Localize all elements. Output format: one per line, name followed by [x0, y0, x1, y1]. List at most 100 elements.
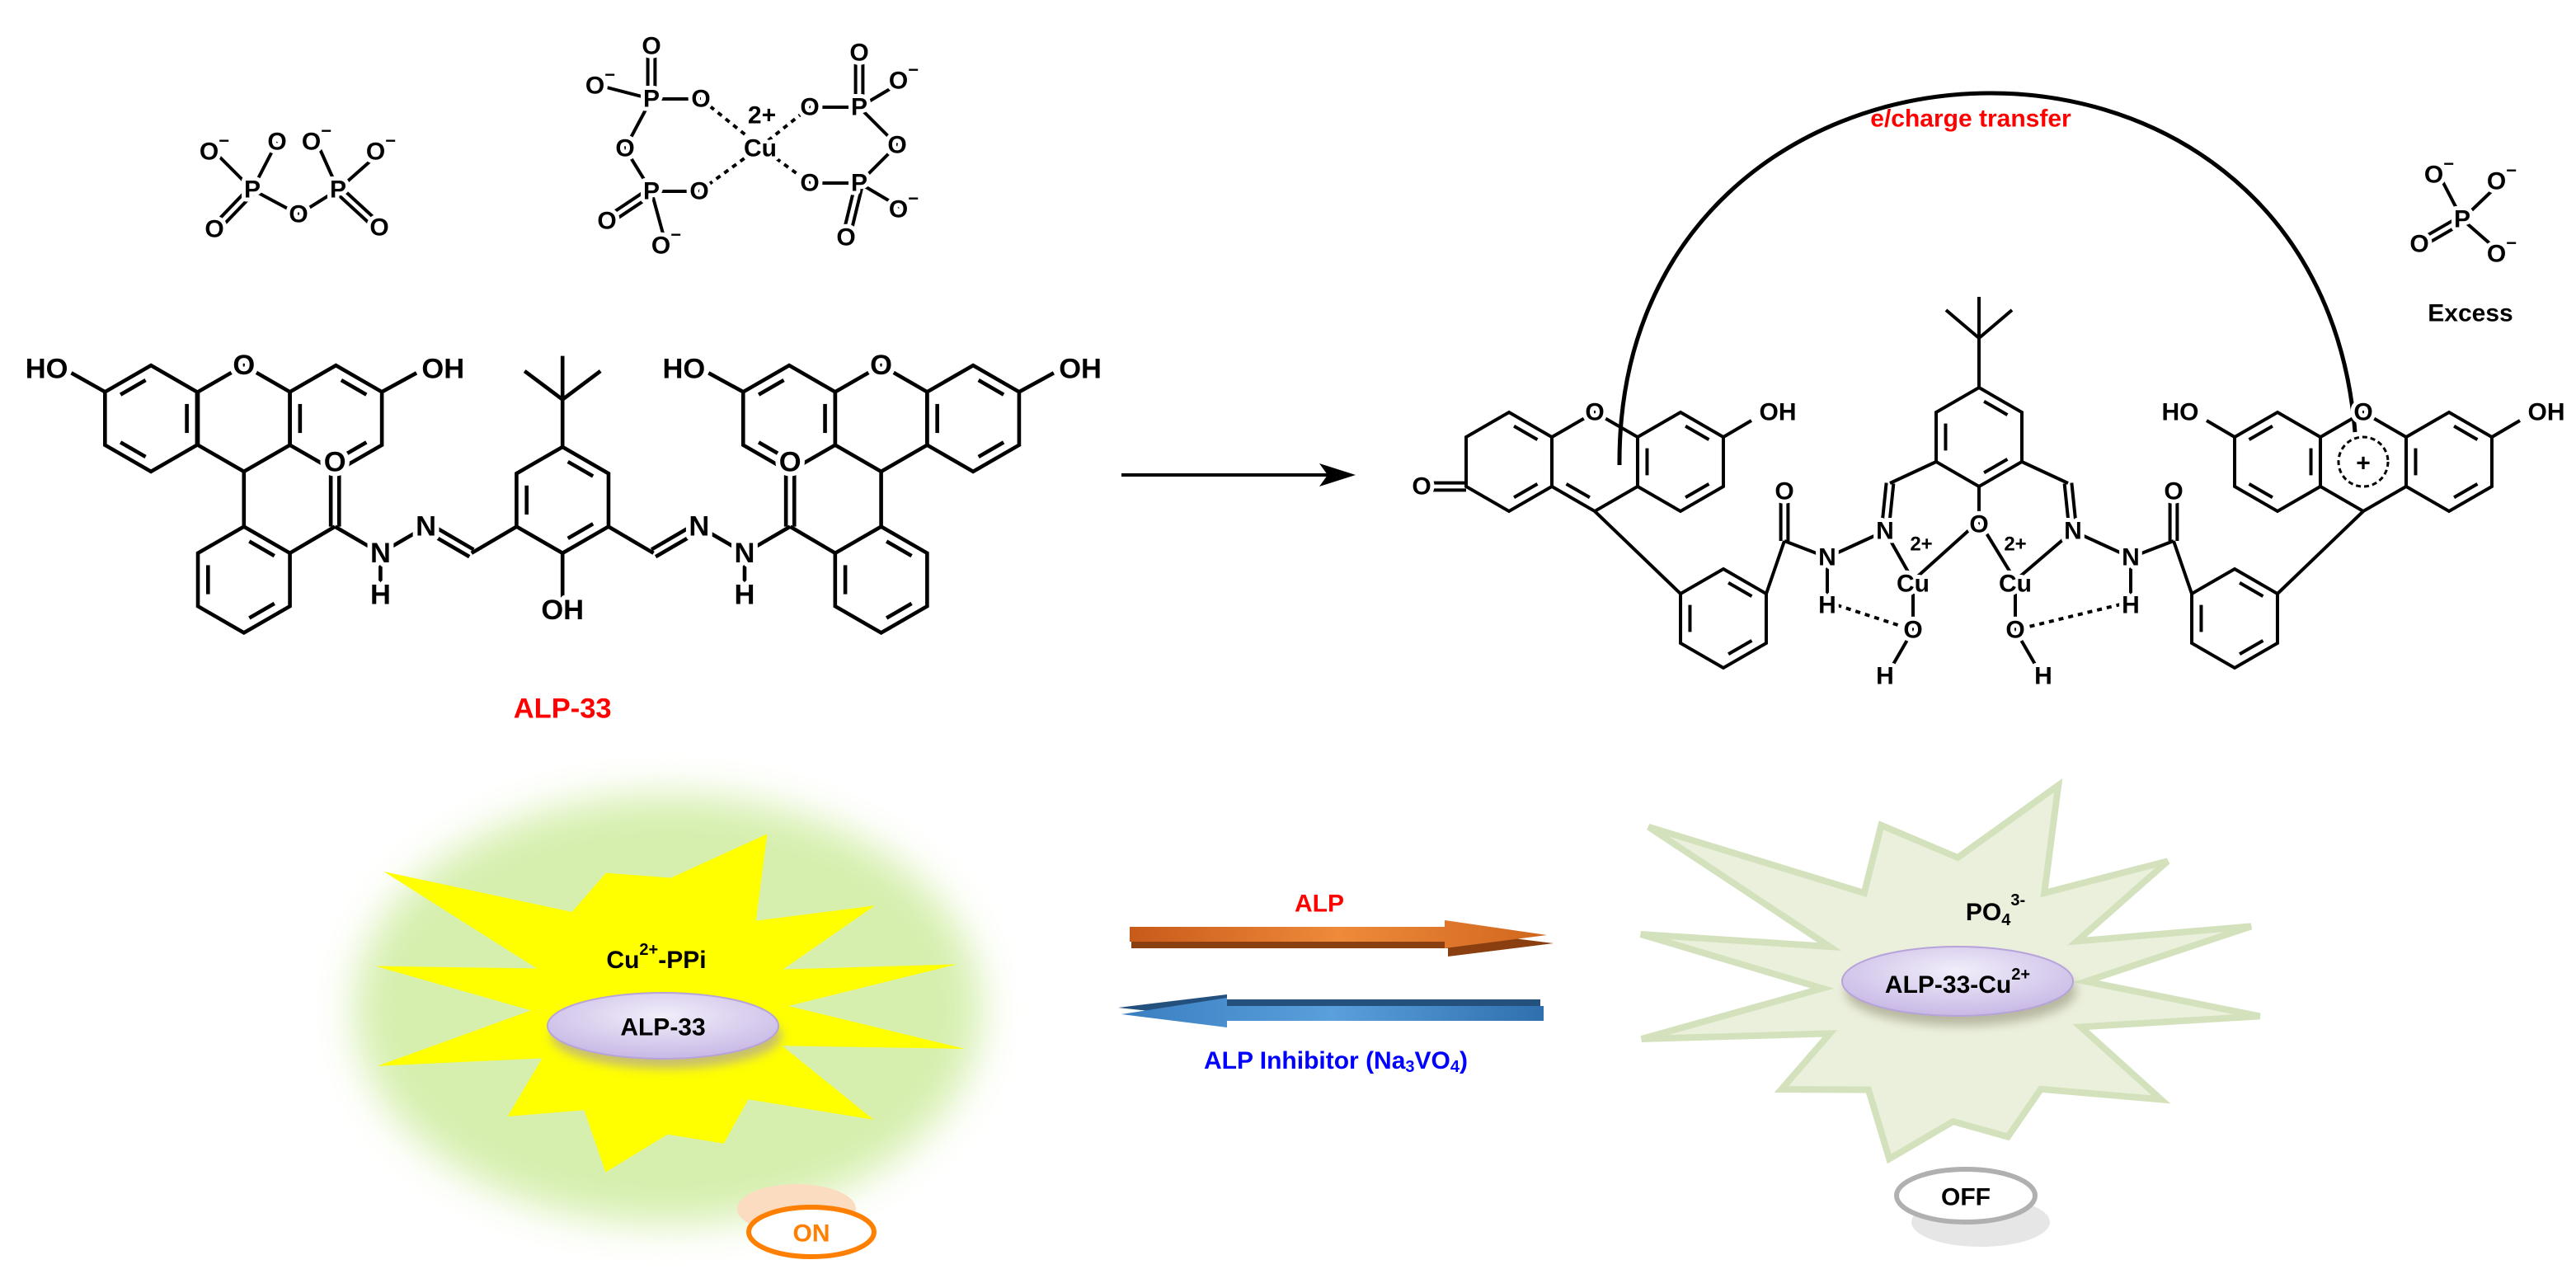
aromatic-double-bond	[885, 601, 913, 620]
aromatic-double-bond	[566, 459, 595, 478]
negative-charge: −	[2506, 233, 2517, 253]
cu-ppi-base: Cu	[606, 947, 639, 974]
coordination-bond	[759, 145, 811, 185]
bond	[2205, 419, 2236, 439]
bond	[470, 524, 518, 555]
ring	[2404, 410, 2494, 514]
coordination-bond	[759, 106, 811, 148]
aromatic-double-bond	[1513, 424, 1539, 441]
atom-label: O−	[366, 130, 396, 166]
cu-ppi-label: Cu2+-PPi	[606, 941, 706, 974]
excess-label: Excess	[2428, 300, 2513, 327]
off-state-panel: PO43- ALP-33-Cu2+ OFF	[1639, 778, 2261, 1247]
bond	[2014, 629, 2042, 674]
aromatic-double-bond	[2248, 424, 2273, 441]
bond	[2276, 510, 2365, 595]
ring	[925, 363, 1022, 474]
atom-label: O	[1969, 511, 1988, 538]
atom-label: P	[643, 86, 660, 113]
aromatic-double-bond	[2239, 581, 2264, 598]
double-bond	[650, 521, 698, 552]
aromatic-double-bond	[2239, 639, 2264, 656]
aromatic-double-bond	[2248, 482, 2273, 500]
aromatic-double-bond	[119, 440, 147, 458]
bond	[650, 190, 668, 247]
aromatic-double-bond	[757, 378, 785, 397]
coordination-bond	[2014, 600, 2132, 632]
bond	[1911, 519, 1981, 582]
alp33-cu-base: ALP-33-Cu	[1885, 971, 2011, 999]
atom-label: Cu	[1897, 571, 1930, 598]
atom-label: O−	[889, 59, 919, 95]
double-bond	[334, 190, 378, 232]
double-bond	[426, 521, 475, 552]
bond	[1784, 539, 1828, 559]
aromatic-double-bond	[2453, 482, 2479, 500]
aromatic-double-bond	[566, 522, 595, 540]
bond	[251, 141, 279, 190]
bond	[379, 524, 427, 555]
double-bond	[2420, 221, 2466, 249]
double-bond	[339, 186, 383, 227]
on-badge	[746, 1205, 877, 1259]
atom-label: O	[779, 446, 801, 477]
atom-label: N	[2122, 544, 2140, 571]
atom-label: N	[1876, 518, 1894, 545]
double-bond	[2062, 483, 2071, 532]
double-bond	[215, 190, 256, 233]
bond	[623, 147, 653, 193]
atom-label: O−	[2487, 233, 2517, 268]
negative-charge: −	[2506, 160, 2517, 181]
aromatic-double-bond	[977, 440, 1005, 458]
ring	[1679, 566, 1768, 670]
double-bond	[1887, 483, 1896, 532]
atom-label: H	[2122, 592, 2140, 619]
atom-label: O	[597, 208, 616, 235]
bond	[607, 524, 655, 555]
bond	[315, 141, 340, 190]
atom-label: O	[615, 135, 634, 162]
bond	[858, 143, 899, 185]
alp33-probe-label: ALP-33	[620, 1014, 705, 1041]
double-bond	[1879, 482, 1888, 531]
forward-arrow	[1130, 920, 1547, 948]
bond	[858, 181, 905, 211]
bond	[251, 188, 299, 216]
cu-ppi-sup: 2+	[639, 941, 658, 959]
atom-label: N	[370, 538, 391, 569]
bond	[380, 371, 418, 394]
alp-inhibitor-label: ALP Inhibitor (Na3VO4)	[1204, 1047, 1468, 1077]
phosphate-anion-label: PO43-	[1966, 891, 2025, 929]
double-bond	[840, 181, 858, 237]
bond	[1018, 371, 1055, 394]
double-bond	[608, 192, 655, 226]
bond	[2437, 174, 2464, 220]
atom-label: O	[642, 33, 660, 60]
ring	[1934, 385, 2024, 489]
bond	[2461, 180, 2503, 221]
bond	[1765, 540, 1786, 595]
reaction-arrow	[1121, 463, 1356, 487]
bond	[698, 524, 746, 555]
ring	[2190, 566, 2279, 670]
atom-label: OH	[2528, 399, 2565, 426]
on-badge-label: ON	[793, 1220, 830, 1248]
aromatic-double-bond	[1685, 424, 1710, 441]
atom-label: O	[836, 224, 855, 251]
atom-label: HO	[26, 354, 68, 385]
atom-label: O−	[651, 224, 681, 260]
negative-charge: −	[2443, 153, 2454, 174]
atom-label: N	[2064, 518, 2082, 545]
aromatic-double-bond	[1728, 581, 1753, 598]
negative-charge: −	[321, 120, 331, 141]
double-bond	[422, 528, 471, 559]
atom-label: O	[289, 201, 308, 228]
on-state-panel: Cu2+-PPi ALP-33 ON	[355, 795, 981, 1259]
atom-label: Cu	[1999, 571, 2032, 598]
double-bond	[210, 186, 251, 228]
atom-label: O	[849, 40, 868, 67]
atom-label: P	[643, 178, 660, 205]
atom-label: 2+	[1910, 534, 1932, 556]
atom-label: O	[204, 216, 223, 243]
bond	[289, 524, 336, 555]
